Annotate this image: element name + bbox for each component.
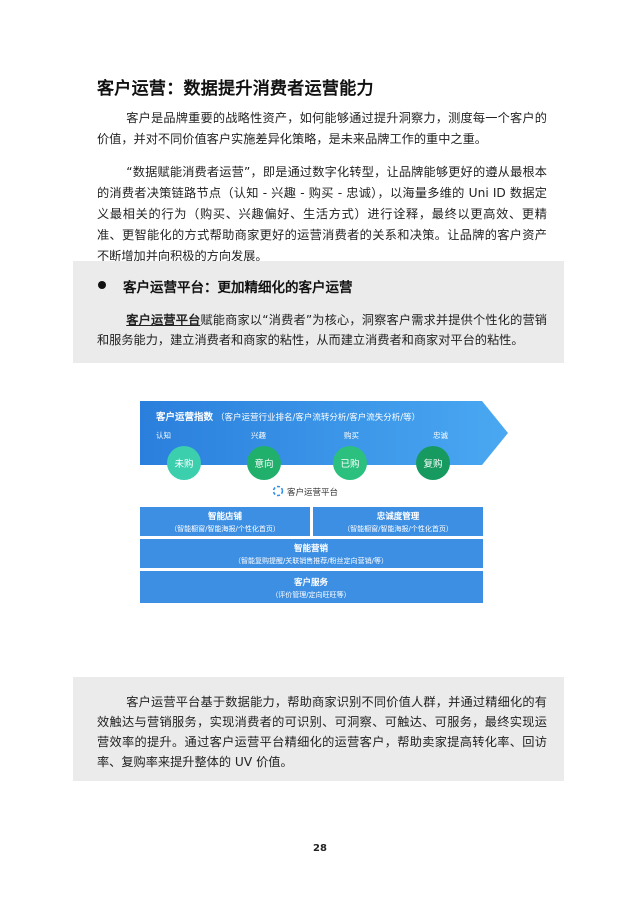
module-name: 智能营销 (293, 543, 329, 554)
circle-label: 意向 (254, 458, 273, 470)
platform-box-text: 客户运营平台赋能商家以“消费者”为核心，洞察客户需求并提供个性化的营销和服务能力… (97, 310, 547, 350)
customer-service-module (140, 571, 483, 603)
bullet-icon (98, 281, 106, 289)
smart-store-module (140, 507, 310, 536)
platform-logo-icon (272, 485, 284, 497)
platform-summary-box (73, 261, 564, 363)
stage-label: 认知 (156, 430, 171, 440)
summary-text: 客户运营平台基于数据能力，帮助商家识别不同价值人群，并通过精细化的有效触达与营销… (97, 695, 547, 769)
loyalty-module (313, 507, 483, 536)
platform-lead-term: 客户运营平台 (126, 313, 201, 327)
intro-paragraph: 客户是品牌重要的战略性资产，如何能够通过提升洞察力，测度每一个客户的价值，并对不… (97, 111, 547, 146)
stage-label: 购买 (344, 430, 359, 440)
module-desc: （智能复购提醒/关联销售推荐/粉丝定向营销/等） (234, 556, 388, 565)
module-desc: （评价管理/定向旺旺等） (271, 590, 350, 599)
customer-index-arrow (140, 401, 508, 465)
platform-label: 客户运营平台 (287, 487, 338, 498)
circle-label: 已购 (340, 458, 359, 470)
circle-label: 未购 (174, 458, 193, 470)
purchased-circle (333, 446, 367, 480)
stage-label: 兴趣 (251, 430, 266, 440)
arrow-subtitle: （客户运营行业排名/客户流转分析/客户流失分析/等） (216, 412, 420, 423)
circle-label: 复购 (423, 458, 442, 470)
page-title: 客户运营：数据提升消费者运营能力 (97, 79, 374, 99)
module-name: 忠诚度管理 (377, 511, 420, 522)
smart-marketing-module (140, 539, 483, 568)
platform-description: 赋能商家以“消费者”为核心，洞察客户需求并提供个性化的营销和服务能力，建立消费者… (97, 313, 547, 347)
customer-operation-diagram: 客户运营指数 （客户运营行业排名/客户流转分析/客户流失分析/等） 认知 兴趣 … (140, 401, 508, 603)
module-name: 智能店铺 (207, 511, 243, 522)
page-number: 28 (313, 843, 327, 854)
module-name: 客户服务 (293, 577, 329, 588)
summary-box (73, 677, 564, 781)
platform-box-title: 客户运营平台：更加精细化的客户运营 (123, 280, 353, 296)
data-empowerment-paragraph: “数据赋能消费者运营”，即是通过数字化转型，让品牌能够更好的遵从最根本的消费者决… (97, 165, 547, 263)
unpurchased-circle (167, 446, 201, 480)
intent-circle (247, 446, 281, 480)
arrow-title: 客户运营指数 (155, 411, 214, 423)
module-desc: （智能橱窗/智能海报/个性化首页） (170, 524, 280, 533)
repurchase-circle (416, 446, 450, 480)
module-desc: （智能橱窗/智能海报/个性化首页） (343, 524, 453, 533)
stage-label: 忠诚 (433, 430, 448, 440)
